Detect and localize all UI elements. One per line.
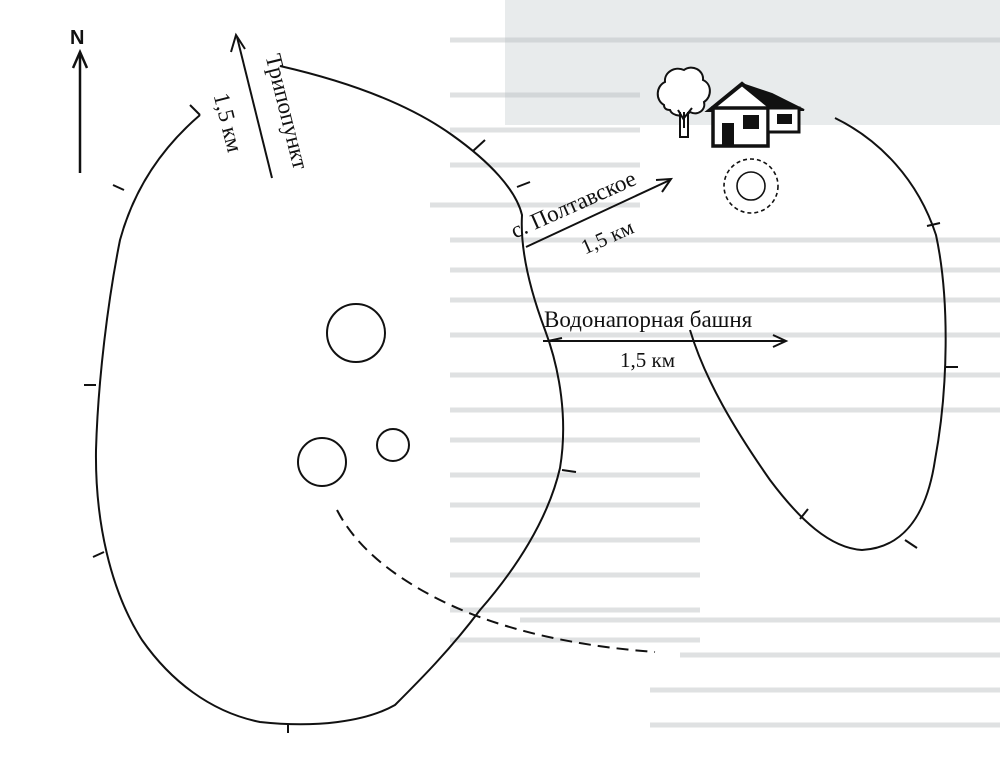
water-tower-distance: 1,5 км (620, 348, 675, 372)
well-icon (723, 158, 779, 214)
direction-arrows (230, 32, 789, 348)
tree-icon (656, 66, 711, 138)
dashed-path (336, 509, 656, 653)
north-arrow (71, 48, 89, 173)
north-label: N (70, 27, 85, 49)
pit-circle-large (326, 303, 386, 363)
pit-circle-medium (297, 437, 347, 487)
arrow-village (525, 177, 674, 248)
house-icon (704, 81, 805, 148)
pit-circles (297, 303, 410, 487)
pit-circle-small (376, 428, 410, 462)
right-boundary (689, 117, 958, 552)
water-tower-label: Водонапорная башня (544, 307, 753, 332)
arrow-trigpoint (230, 32, 273, 179)
arrow-water-tower (543, 334, 789, 348)
